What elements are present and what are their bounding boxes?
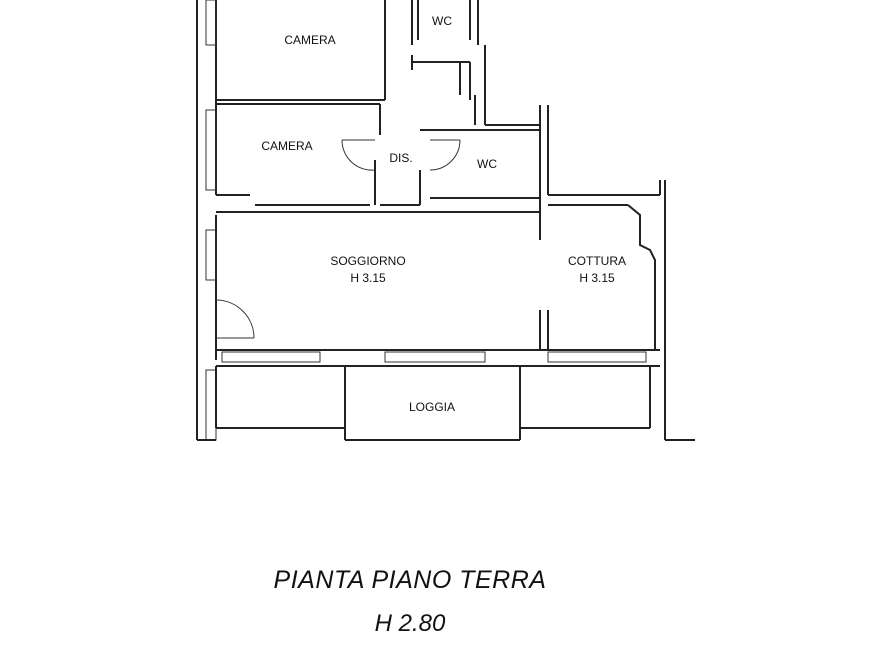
plan-height: H 2.80 (374, 610, 446, 637)
label-wc-mid: WC (477, 157, 497, 171)
exterior-wall-left (196, 0, 217, 441)
label-cottura: COTTURA (568, 254, 626, 268)
label-wc-top: WC (432, 14, 452, 28)
corridor-walls (485, 105, 661, 240)
room-loggia (215, 366, 695, 441)
room-cottura (547, 180, 666, 440)
label-loggia: LOGGIA (409, 400, 455, 414)
south-wall-windows (216, 351, 660, 367)
label-cottura-height: H 3.15 (579, 271, 615, 285)
label-camera-left: CAMERA (261, 139, 312, 153)
room-wc-top (411, 0, 486, 125)
plan-title: PIANTA PIANO TERRA (273, 566, 547, 594)
label-soggiorno-height: H 3.15 (350, 271, 386, 285)
dis-corridor (380, 129, 540, 206)
room-camera-left (216, 103, 381, 206)
room-camera-top (216, 0, 386, 101)
room-soggiorno (215, 211, 660, 351)
label-camera-top: CAMERA (284, 33, 335, 47)
label-dis: DIS. (389, 151, 412, 165)
label-soggiorno: SOGGIORNO (330, 254, 405, 268)
